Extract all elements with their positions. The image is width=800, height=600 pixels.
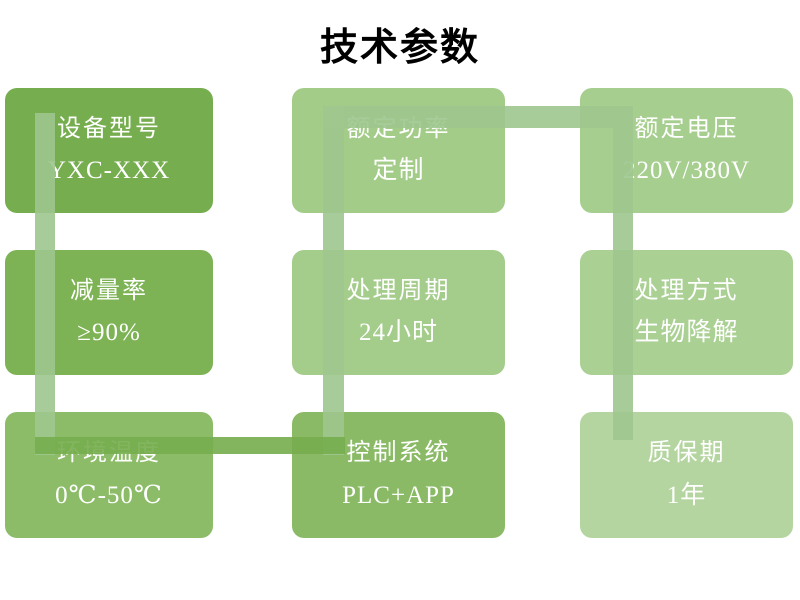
param-box-processing-method: 处理方式 生物降解 [580, 250, 793, 375]
param-box-rated-power: 额定功率 定制 [292, 88, 505, 213]
param-label: 减量率 [70, 277, 148, 304]
param-value: 220V/380V [622, 157, 751, 185]
param-box-warranty: 质保期 1年 [580, 412, 793, 538]
param-box-rated-voltage: 额定电压 220V/380V [580, 88, 793, 213]
param-value: YXC-XXX [47, 157, 171, 185]
param-label: 设备型号 [57, 115, 161, 142]
param-label: 额定电压 [634, 115, 739, 142]
param-label: 环境温度 [57, 440, 161, 467]
param-value: 生物降解 [634, 319, 739, 347]
param-label: 质保期 [647, 440, 726, 467]
param-box-device-model: 设备型号 YXC-XXX [5, 88, 213, 213]
param-value: 0℃-50℃ [55, 481, 163, 509]
param-label: 额定功率 [346, 115, 451, 142]
param-value: PLC+APP [342, 481, 455, 509]
param-label: 处理方式 [634, 277, 739, 304]
param-value: 定制 [372, 157, 425, 185]
param-box-control-system: 控制系统 PLC+APP [292, 412, 505, 538]
param-label: 控制系统 [346, 440, 451, 467]
param-value: 24小时 [358, 319, 438, 347]
param-box-processing-cycle: 处理周期 24小时 [292, 250, 505, 375]
param-value: ≥90% [77, 319, 141, 347]
param-box-ambient-temperature: 环境温度 0℃-50℃ [5, 412, 213, 538]
param-label: 处理周期 [346, 277, 451, 304]
param-box-reduction-rate: 减量率 ≥90% [5, 250, 213, 375]
param-value: 1年 [666, 481, 707, 509]
page-title: 技术参数 [319, 27, 480, 69]
